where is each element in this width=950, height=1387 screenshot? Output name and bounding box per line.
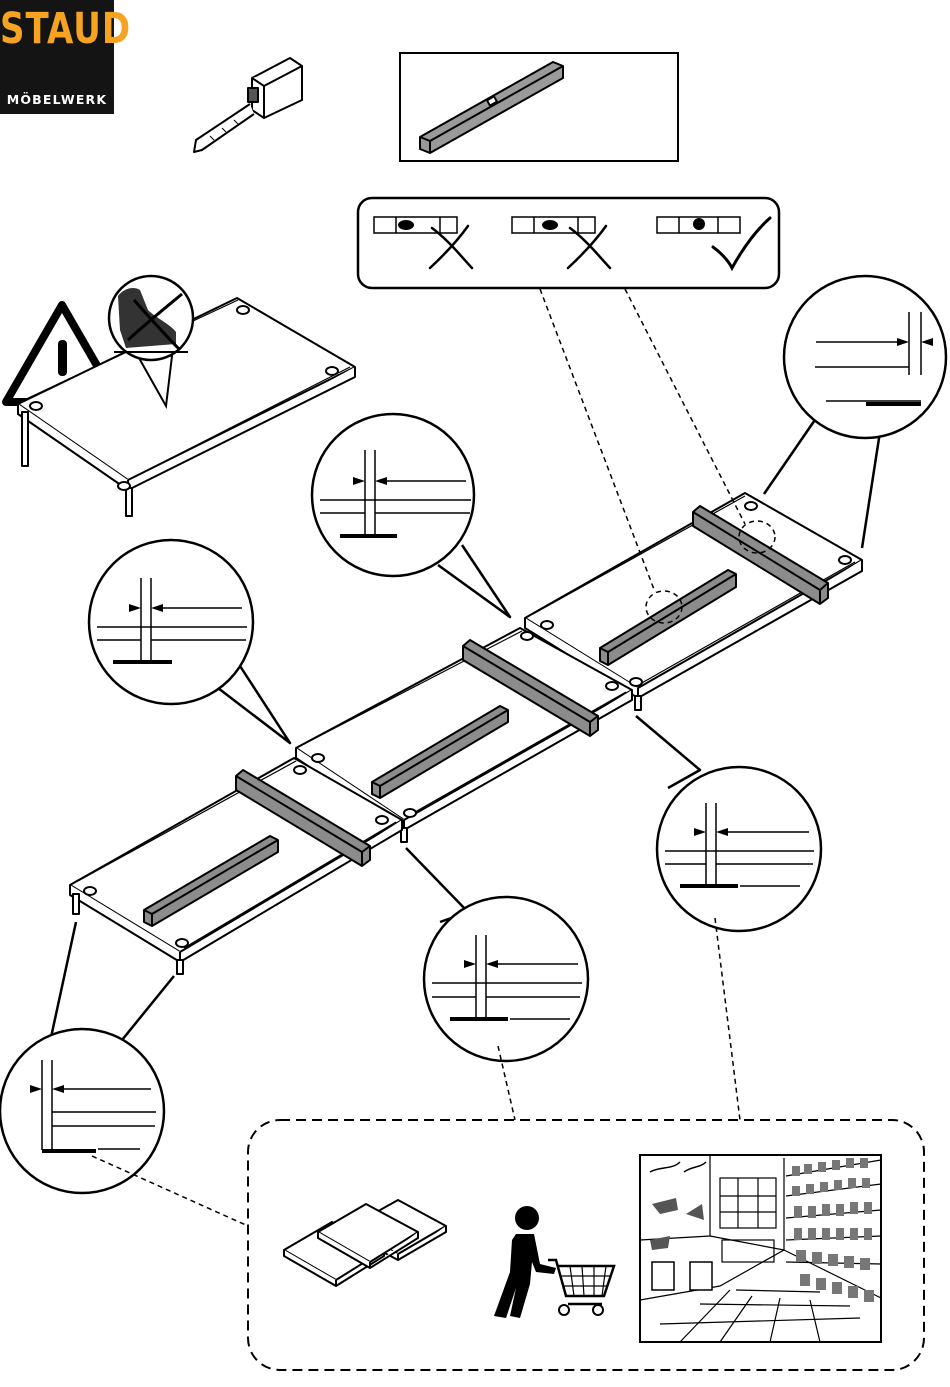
tape-measure-icon: [194, 58, 302, 152]
gap-detail-callout-1: [764, 276, 946, 548]
level-check-panel: [358, 198, 779, 288]
gap-detail-callout-2: [312, 414, 510, 617]
gap-detail-callout-5: [406, 848, 588, 1061]
gap-detail-callout-3: [89, 540, 290, 743]
gap-detail-callout-4: [636, 716, 821, 931]
spirit-level-tool-box: [400, 53, 678, 161]
shim-solution-box: [248, 1120, 924, 1370]
gap-detail-callout-6: [0, 922, 174, 1193]
hardware-store-icon: [640, 1155, 881, 1342]
